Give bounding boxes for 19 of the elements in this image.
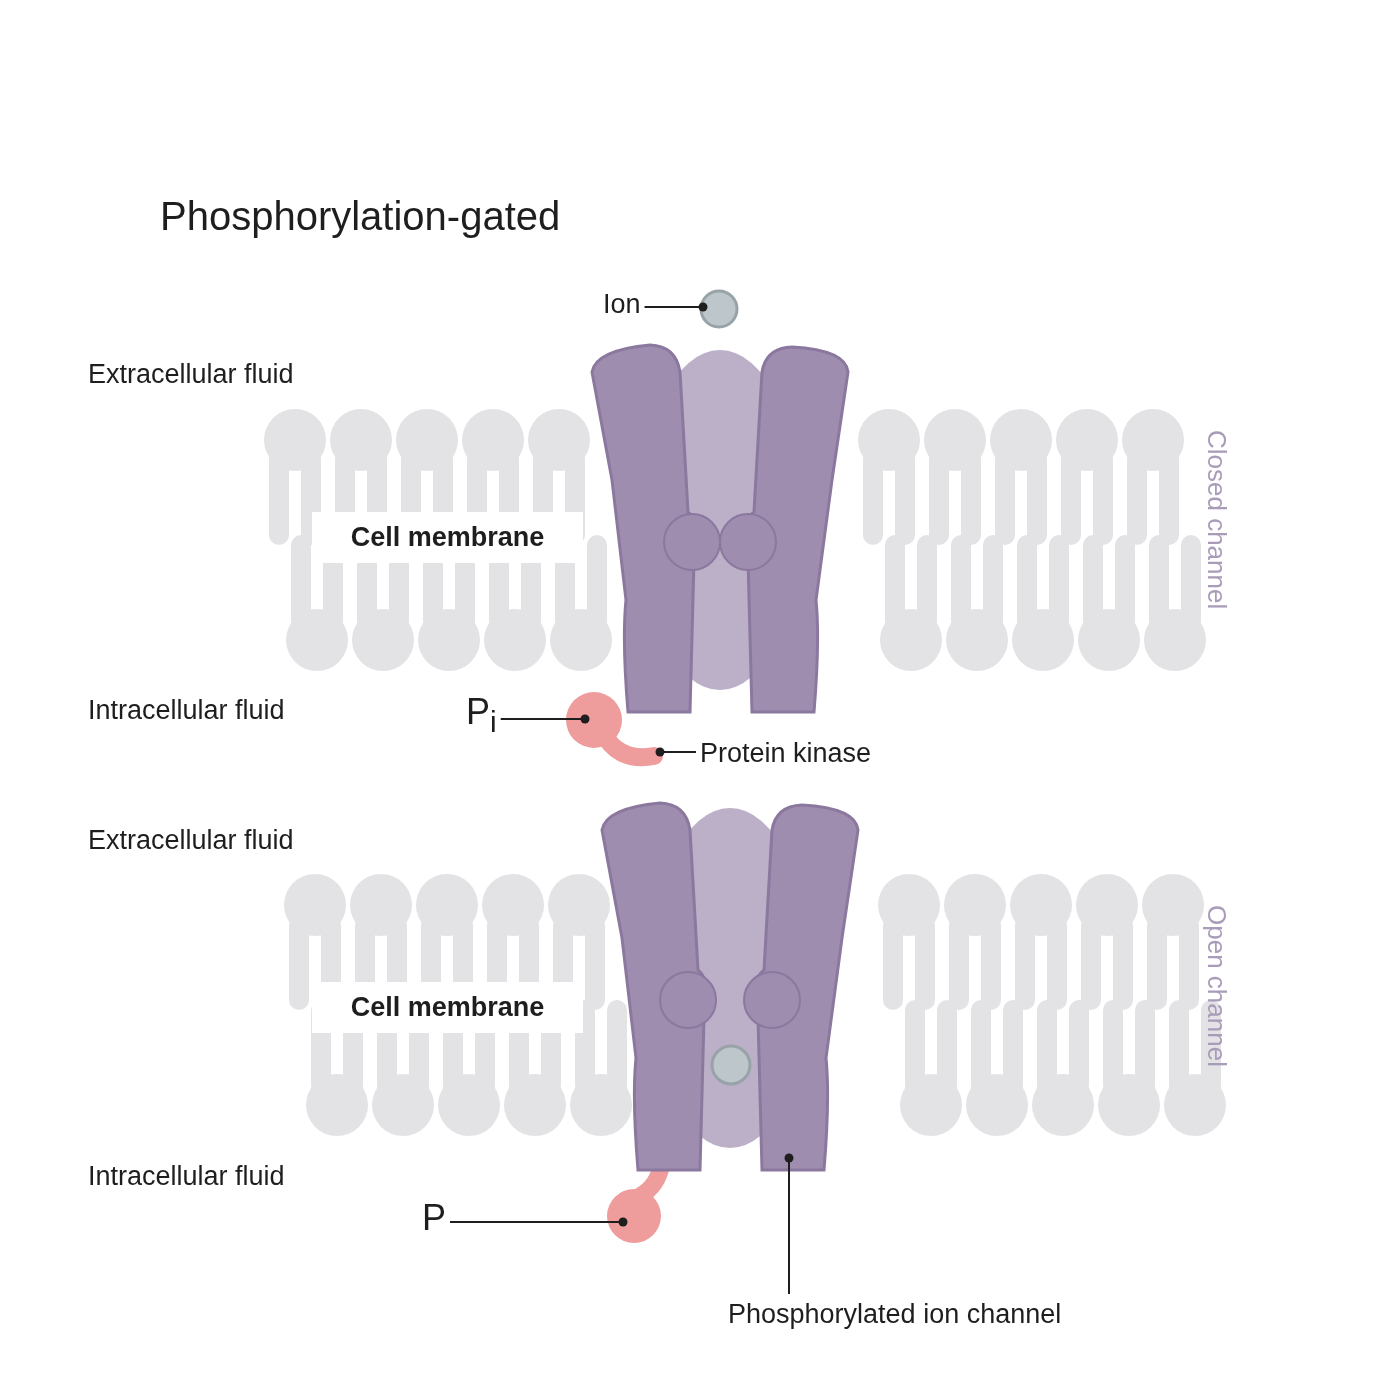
leader-line (655, 747, 697, 757)
callout-label: Phosphorylated ion channel (728, 1298, 1062, 1331)
region-label: Intracellular fluid (88, 1160, 285, 1193)
region-label: Extracellular fluid (88, 824, 294, 857)
callout-label: P (422, 1196, 446, 1240)
leader-line (643, 302, 708, 312)
title: Phosphorylation-gated (160, 193, 561, 240)
callout-label: Ion (603, 288, 641, 321)
region-label: Extracellular fluid (88, 358, 294, 391)
region-label: Intracellular fluid (88, 694, 285, 727)
callout-label: P$_{i}$ (466, 690, 497, 741)
panel-label: Open channel (1201, 905, 1232, 1067)
membrane-label: Cell membrane (312, 512, 583, 563)
leader-line (784, 1153, 794, 1295)
membrane-label: Cell membrane (312, 982, 583, 1033)
callout-label: Protein kinase (700, 737, 872, 770)
leader-line (449, 1217, 628, 1227)
panel-label: Closed channel (1201, 430, 1232, 610)
leader-line (499, 714, 590, 724)
